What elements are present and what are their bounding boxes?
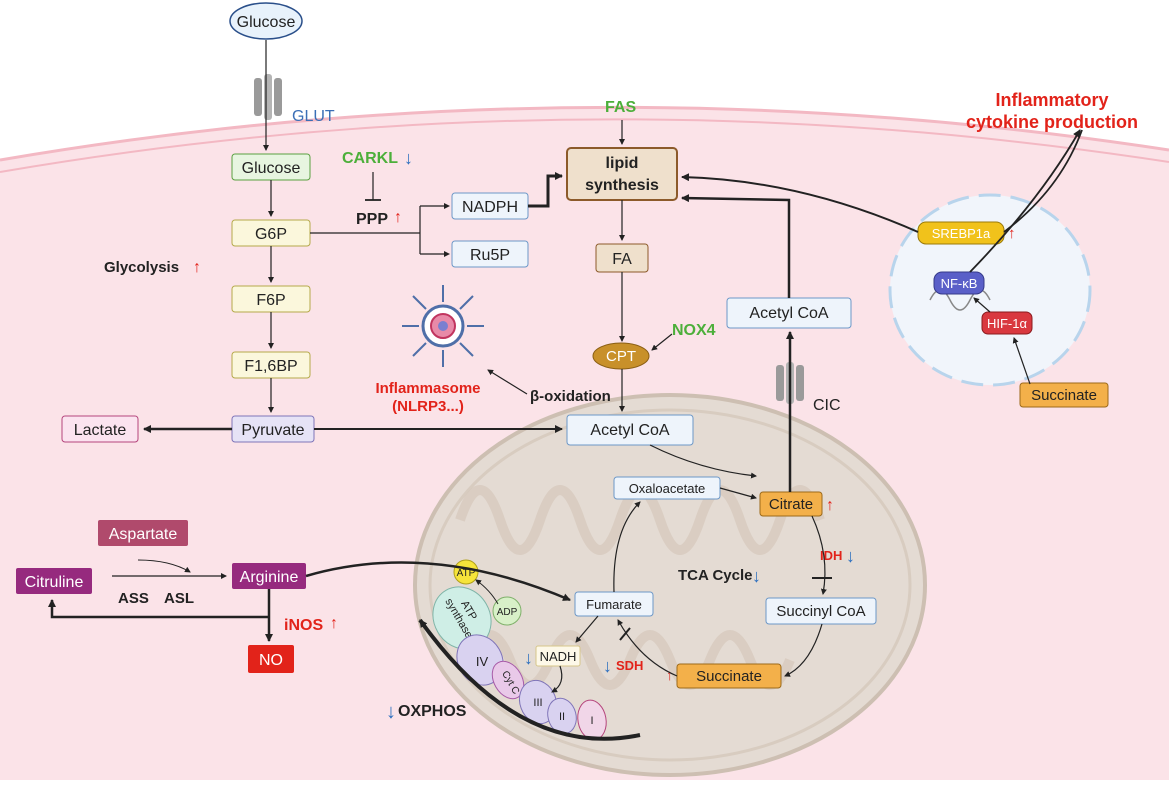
- citruline-node: [16, 568, 92, 594]
- succinate-mito-label: Succinate: [696, 668, 762, 685]
- acetyl-coa-mito-label: Acetyl CoA: [590, 422, 669, 439]
- succinate-nuc-node: [1019, 382, 1109, 408]
- f16bp-label: F1,6BP: [244, 358, 297, 375]
- succinate-up-arrow: ↑: [666, 667, 674, 684]
- idh-down-arrow: ↓: [846, 546, 855, 566]
- no-node: [248, 645, 294, 673]
- srebp1a-node: [917, 221, 1005, 245]
- lipid-label-line1: lipid: [606, 155, 639, 172]
- complex-ii-label: II: [559, 711, 565, 723]
- carkl-label: CARKL: [342, 150, 398, 167]
- cyt-c-node: [491, 660, 525, 700]
- citrate-label: Citrate: [769, 496, 813, 513]
- fumarate-label: Fumarate: [586, 597, 642, 612]
- adp-label: ADP: [497, 607, 518, 618]
- inflammasome-icon: [402, 285, 484, 367]
- nadph-label: NADPH: [462, 199, 518, 216]
- ppp-label: PPP: [356, 211, 388, 228]
- ass-label: ASS: [118, 590, 149, 607]
- glucose-outside-label: Glucose: [237, 14, 296, 31]
- fas-label: FAS: [605, 99, 636, 116]
- oxphos-label: OXPHOS: [398, 703, 467, 720]
- complex-iii-label: III: [533, 697, 542, 709]
- oxaloacetate-label: Oxaloacetate: [629, 481, 706, 496]
- cic-label: CIC: [813, 397, 841, 414]
- lactate-label: Lactate: [74, 422, 127, 439]
- arginine-label: Arginine: [240, 569, 299, 586]
- atp-label: ATP: [457, 568, 476, 579]
- srebp1a-up-arrow: ↑: [1008, 225, 1016, 242]
- f6p-label: F6P: [256, 292, 285, 309]
- asl-label: ASL: [164, 590, 194, 607]
- pyruvate-label: Pyruvate: [241, 422, 304, 439]
- atp-node: [453, 559, 479, 585]
- acetyl-coa-mito-node: [566, 414, 694, 446]
- nox4-label: NOX4: [672, 322, 716, 339]
- carkl-down-arrow: ↓: [404, 148, 413, 168]
- sdh-label: SDH: [616, 658, 643, 673]
- hif1a-node: [981, 311, 1033, 335]
- nadh-node: [535, 645, 581, 667]
- glut-transporter-icon: [254, 74, 282, 120]
- beta-oxidation-label: β-oxidation: [530, 388, 611, 405]
- cytokine-label-line1: Inflammatory: [995, 90, 1108, 110]
- succinyl-coa-node: [765, 597, 877, 625]
- nadh-down-arrow: ↓: [524, 648, 533, 668]
- inflammasome-label-line2: (NLRP3...): [392, 398, 464, 415]
- cytokine-label-line2: cytokine production: [966, 112, 1138, 132]
- pathway-arrows: [48, 40, 1083, 741]
- mitochondrion: [413, 393, 927, 777]
- lactate-node: [61, 415, 139, 443]
- cpt-label: CPT: [606, 348, 636, 365]
- cpt-node: [592, 342, 650, 370]
- nadh-label: NADH: [540, 649, 577, 664]
- inflammasome-label-line1: Inflammasome: [375, 380, 480, 397]
- glycolysis-label: Glycolysis: [104, 259, 179, 276]
- ppp-up-arrow: ↑: [394, 209, 402, 226]
- g6p-label: G6P: [255, 226, 287, 243]
- no-label: NO: [259, 652, 283, 669]
- sdh-down-arrow: ↓: [603, 656, 612, 676]
- nfkb-label: NF-κB: [941, 276, 978, 291]
- inos-up-arrow: ↑: [330, 615, 338, 632]
- lipid-label-line2: synthesis: [585, 177, 659, 194]
- glycolysis-up-arrow: ↑: [193, 259, 201, 276]
- fa-label: FA: [612, 251, 632, 268]
- glucose-label: Glucose: [242, 160, 301, 177]
- idh-label: IDH: [820, 548, 842, 563]
- ru5p-label: Ru5P: [470, 247, 510, 264]
- nfkb-node: [933, 271, 985, 295]
- aspartate-node: [98, 520, 188, 546]
- adp-node: [492, 596, 522, 626]
- aspartate-label: Aspartate: [109, 526, 178, 543]
- hif1a-label: HIF-1α: [987, 316, 1028, 331]
- inos-label: iNOS: [284, 617, 323, 634]
- complex-iv-label: IV: [476, 654, 489, 669]
- citruline-label: Citruline: [25, 574, 84, 591]
- succinyl-coa-label: Succinyl CoA: [776, 603, 865, 620]
- tca-label: TCA Cycle: [678, 567, 752, 584]
- srebp1a-label: SREBP1a: [932, 226, 991, 241]
- glut-label: GLUT: [292, 108, 335, 125]
- arginine-node: [232, 563, 306, 589]
- cell-membrane: [0, 105, 1169, 162]
- tca-down-arrow: ↓: [752, 566, 761, 586]
- acetyl-coa-cyto-label: Acetyl CoA: [749, 305, 828, 322]
- succinate-nuc-label: Succinate: [1031, 387, 1097, 404]
- citrate-up-arrow: ↑: [826, 497, 834, 514]
- complex-i-label: I: [590, 715, 593, 727]
- ru5p-node: [451, 240, 529, 268]
- oxphos-down-arrow: ↓: [386, 701, 396, 723]
- glucose-outside-node: [229, 2, 303, 40]
